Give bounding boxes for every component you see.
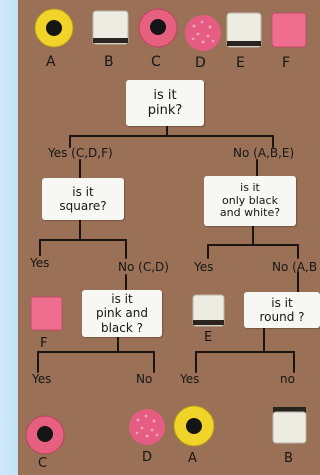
white-square-sweet-icon: [192, 294, 225, 327]
branch-label-q3-no: No (A,B: [272, 260, 318, 274]
pink-square-sweet-icon: [271, 12, 307, 48]
question-line: is it: [240, 180, 260, 194]
sweet-label-b: B: [104, 54, 114, 70]
question-line: is it: [72, 184, 94, 199]
pink-round-sweet-icon: [129, 409, 165, 445]
branch-label-q4-yes: Yes: [32, 372, 52, 386]
question-line: pink and: [96, 306, 148, 321]
question-box-pink: is it pink?: [126, 80, 204, 126]
branch-label-q1-yes: Yes (C,D,F): [48, 146, 113, 160]
question-box-pink-and-black: is it pink and black ?: [82, 290, 162, 337]
question-line: square?: [59, 199, 107, 213]
leaf-label-b: B: [284, 451, 293, 466]
pink-square-sweet-icon: [30, 296, 63, 331]
branch-label-q5-yes: Yes: [180, 372, 200, 386]
question-line: is it: [111, 292, 133, 307]
leaf-label-d: D: [142, 450, 153, 465]
white-square-sweet-icon: [272, 407, 307, 444]
branch-label-q5-no: no: [280, 372, 295, 386]
white-square-sweet-icon: [92, 10, 129, 45]
branch-label-q2-yes: Yes: [30, 256, 50, 270]
sweet-label-a: A: [46, 54, 56, 70]
background-edge: [0, 0, 18, 475]
leaf-label-e: E: [204, 330, 213, 345]
branch-label-q1-no: No (A,B,E): [233, 146, 295, 160]
leaf-label-f: F: [40, 336, 48, 351]
question-box-square: is it square?: [42, 178, 124, 220]
question-line: black ?: [100, 320, 144, 335]
question-box-round: is it round ?: [244, 292, 320, 328]
branch-label-q2-no: No (C,D): [118, 260, 169, 274]
question-line: is it: [153, 87, 177, 103]
question-line: and white?: [219, 206, 281, 220]
yellow-ring-sweet-icon: [34, 8, 74, 48]
yellow-ring-sweet-icon: [173, 405, 215, 447]
question-line: only black: [222, 193, 278, 207]
sweet-label-d: D: [195, 55, 206, 71]
pink-round-sweet-icon: [185, 15, 221, 51]
question-line: round ?: [259, 310, 305, 324]
leaf-label-a: A: [188, 451, 197, 466]
question-line: pink?: [147, 103, 183, 118]
sweet-label-f: F: [282, 55, 291, 71]
question-box-black-and-white: is it only black and white?: [204, 176, 296, 226]
pink-ring-sweet-icon: [138, 8, 178, 48]
sweet-label-e: E: [236, 55, 245, 71]
question-line: is it: [271, 295, 293, 310]
branch-label-q4-no: No: [136, 372, 153, 386]
leaf-label-c: C: [38, 456, 48, 471]
branch-label-q3-yes: Yes: [194, 260, 214, 274]
sweet-label-c: C: [151, 54, 161, 70]
decision-tree-board: A B C D E F is it pink? Yes (C,D,F) No (…: [18, 0, 320, 475]
white-square-sweet-icon: [226, 12, 262, 48]
pink-ring-sweet-icon: [25, 415, 65, 455]
tree-connector-lines: [37, 125, 299, 373]
